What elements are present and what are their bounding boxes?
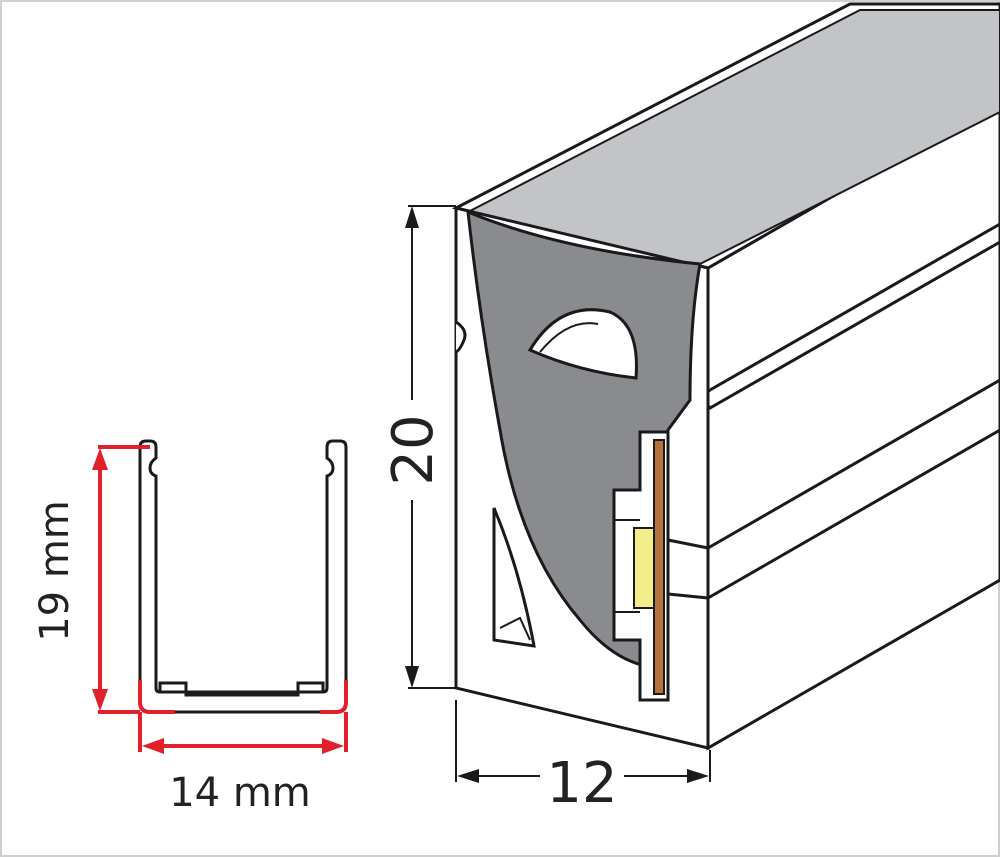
u-channel-profile: 19 mm 14 mm — [32, 439, 348, 816]
neon-height-arrow-bottom — [405, 666, 419, 688]
channel-width-label: 14 mm — [169, 770, 311, 816]
neon-triangle-cavity — [492, 507, 536, 648]
width-arrow-right — [322, 738, 344, 754]
width-arrow-left — [142, 738, 164, 754]
u-channel-red-bottom-right — [320, 680, 348, 714]
neon-triangle-inner — [499, 616, 531, 641]
neon-width-arrow-left — [457, 769, 479, 783]
neon-front-notch — [455, 320, 467, 354]
neon-led-chip — [633, 527, 655, 609]
neon-side-groove-line — [709, 222, 1000, 392]
u-channel-outer — [138, 439, 348, 714]
height-arrow-bottom — [92, 689, 108, 711]
neon-width-arrow-right — [687, 769, 709, 783]
neon-width-label: 12 — [546, 751, 617, 816]
neon-halfmoon-inner — [539, 322, 599, 353]
u-channel-red-bottom-left — [138, 680, 175, 714]
height-arrow-top — [92, 448, 108, 470]
u-channel-floor-step — [158, 681, 325, 697]
channel-height-label: 19 mm — [32, 500, 78, 642]
neon-side-line-mid2 — [707, 428, 1000, 600]
neon-side-line-mid1 — [707, 378, 1000, 550]
neon-side-slot — [667, 538, 709, 600]
neon-height-arrow-top — [405, 206, 419, 228]
neon-profile: 20 12 — [381, 2, 1000, 816]
neon-height-label: 20 — [381, 414, 446, 485]
neon-halfmoon-cavity — [527, 308, 638, 380]
neon-pcb-strip — [653, 439, 665, 695]
